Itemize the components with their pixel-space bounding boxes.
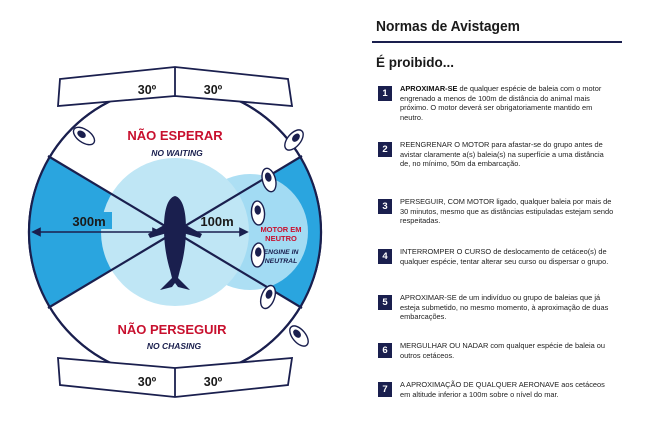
rule-item-7: 7 A APROXIMAÇÃO DE QUALQUER AERONAVE aos… — [378, 380, 616, 399]
rule-text: APROXIMAR-SE de qualquer espécie de bale… — [400, 84, 602, 122]
rule-number: 6 — [378, 343, 392, 358]
rule-text: A APROXIMAÇÃO DE QUALQUER AERONAVE aos c… — [400, 380, 605, 399]
panel-subtitle: É proibido... — [376, 55, 454, 70]
rule-item-4: 4 INTERROMPER O CURSO de deslocamento de… — [378, 247, 616, 266]
rule-number: 7 — [378, 382, 392, 397]
engine-neutral-label-en-2: NEUTRAL — [265, 258, 297, 265]
angle-top-left: 30º — [138, 83, 157, 97]
no-chasing-label-pt: NÃO PERSEGUIR — [117, 322, 227, 337]
boat-icon — [284, 129, 304, 151]
distance-100m: 100m — [200, 214, 233, 229]
rule-text: MERGULHAR OU NADAR com qualquer espécie … — [400, 341, 605, 360]
engine-neutral-label-pt-2: NEUTRO — [265, 234, 297, 243]
rule-number: 3 — [378, 199, 392, 214]
boat-icon — [72, 126, 96, 146]
rule-number: 4 — [378, 249, 392, 264]
angle-top-right: 30º — [204, 83, 223, 97]
rule-item-6: 6 MERGULHAR OU NADAR com qualquer espéci… — [378, 341, 616, 360]
no-chasing-label-en: NO CHASING — [147, 341, 202, 351]
angle-bottom-left: 30º — [138, 375, 157, 389]
rule-item-2: 2 REENGRENAR O MOTOR para afastar-se do … — [378, 140, 616, 169]
whale-watching-diagram: 30º 30º 30º 30º NÃO ESPERAR NO WAITING N… — [27, 66, 323, 398]
boat-icon — [261, 167, 277, 193]
rule-text: PERSEGUIR, COM MOTOR ligado, qualquer ba… — [400, 197, 614, 226]
rule-text: INTERROMPER O CURSO de deslocamento de c… — [400, 247, 609, 266]
rule-item-3: 3 PERSEGUIR, COM MOTOR ligado, qualquer … — [378, 197, 616, 226]
rules-panel: Normas de Avistagem É proibido... 1 APRO… — [372, 18, 622, 399]
rule-item-1: 1 APROXIMAR-SE de qualquer espécie de ba… — [378, 84, 616, 122]
panel-title: Normas de Avistagem — [376, 18, 520, 35]
rule-text: APROXIMAR-SE de um indivíduo ou grupo de… — [400, 293, 609, 322]
rule-text: REENGRENAR O MOTOR para afastar-se do gr… — [400, 140, 604, 169]
rule-number: 5 — [378, 295, 392, 310]
top-angle-band — [57, 66, 294, 107]
sector-lines — [47, 155, 303, 309]
bottom-angle-band — [57, 357, 294, 398]
boat-icon — [259, 284, 277, 310]
rule-item-5: 5 APROXIMAR-SE de um indivíduo ou grupo … — [378, 293, 616, 322]
boat-icon — [250, 200, 266, 226]
whale-icon — [148, 196, 202, 290]
rule-number: 1 — [378, 86, 392, 101]
no-waiting-label-pt: NÃO ESPERAR — [127, 128, 223, 143]
boat-icon — [250, 242, 266, 268]
boat-icon — [289, 325, 309, 347]
title-divider — [372, 41, 622, 43]
rule-number: 2 — [378, 142, 392, 157]
no-waiting-label-en: NO WAITING — [151, 148, 203, 158]
engine-neutral-label-en-1: ENGINE IN — [264, 249, 300, 256]
angle-bottom-right: 30º — [204, 375, 223, 389]
distance-300m: 300m — [72, 214, 105, 229]
engine-neutral-label-pt-1: MOTOR EM — [260, 225, 301, 234]
